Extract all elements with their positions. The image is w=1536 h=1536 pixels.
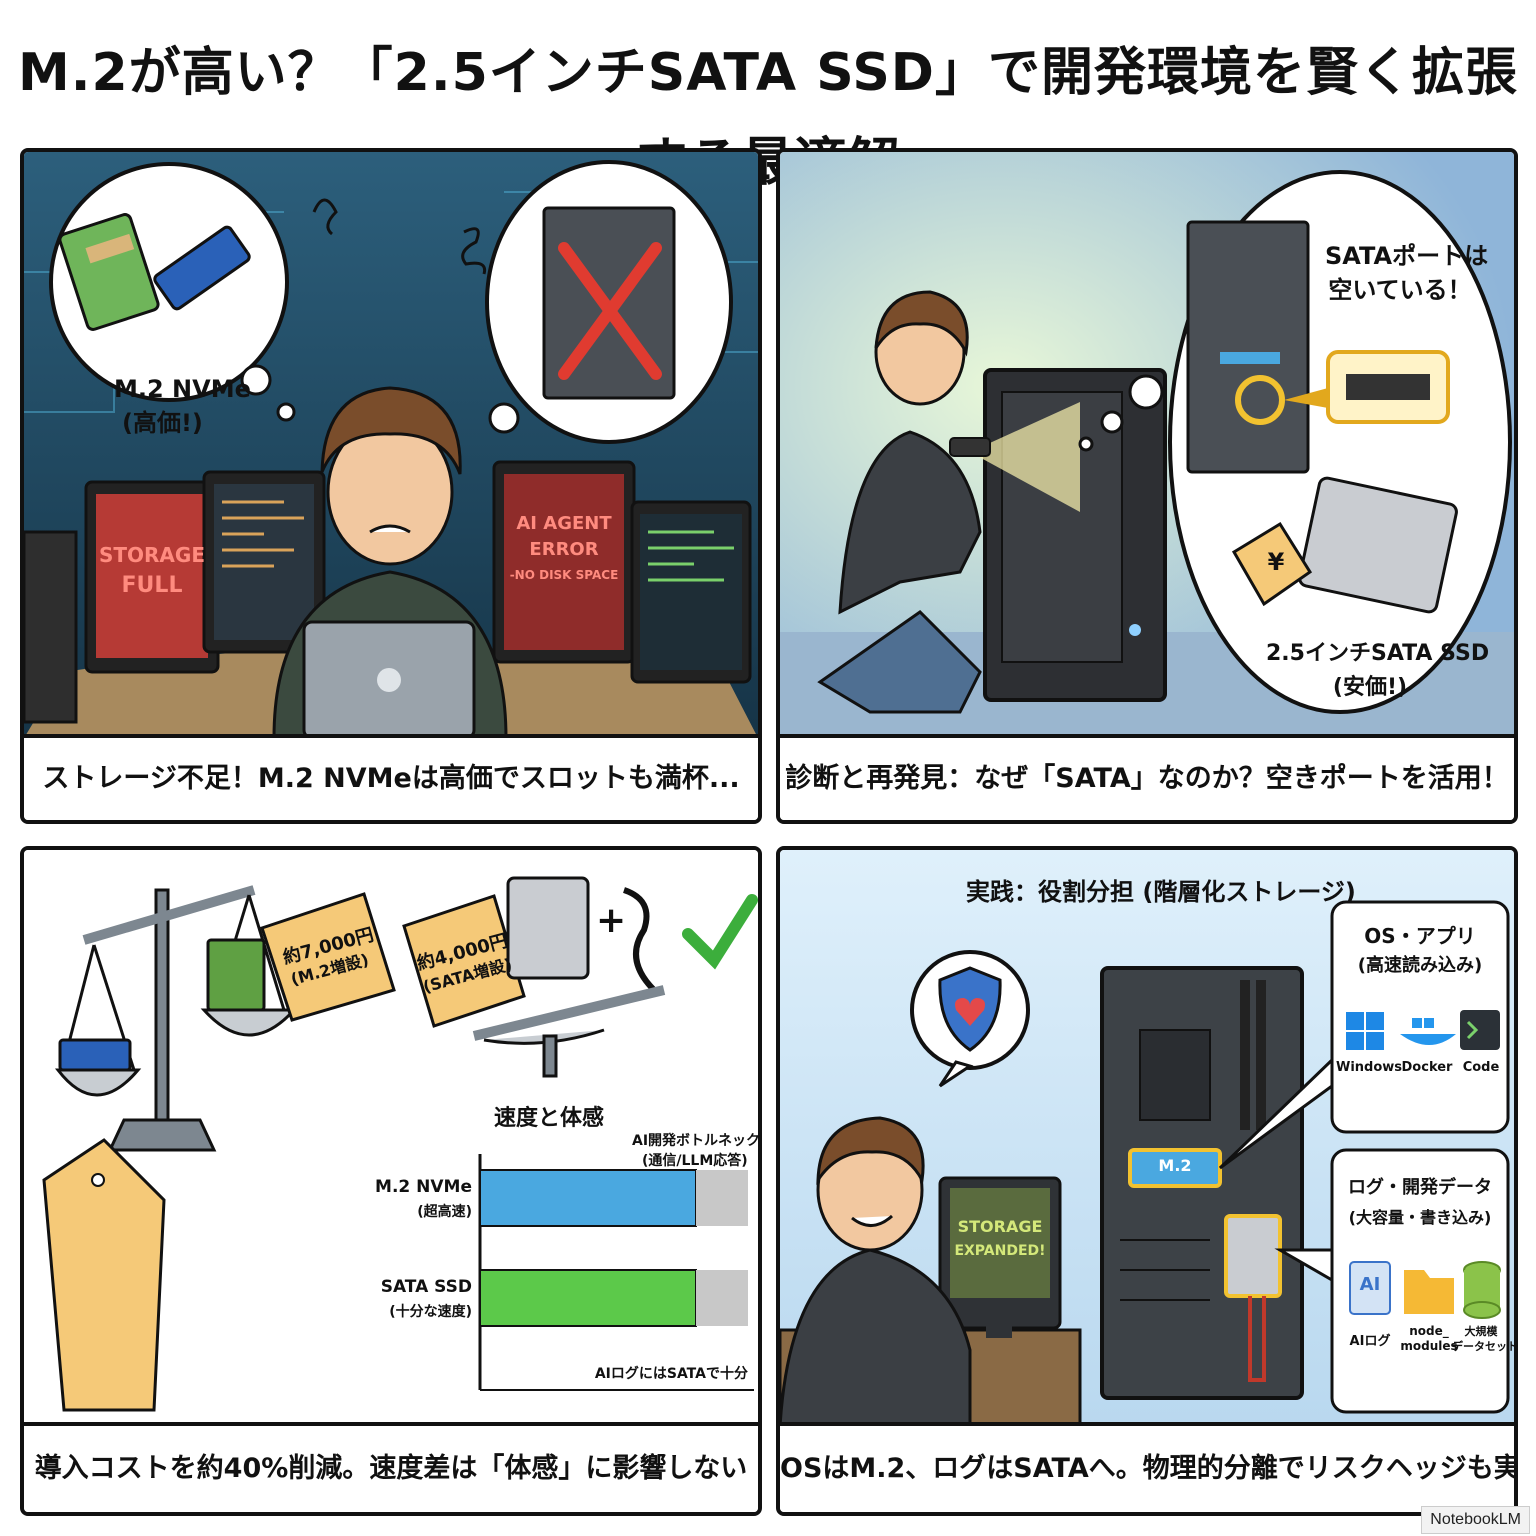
speed-chart: M.2 NVMe (超高速) SATA SSD (十分な速度) AIログにはSATAで十… [375, 1154, 754, 1391]
bar-label: M.2 NVMe [375, 1177, 472, 1197]
bar-sata-ssd [479, 1269, 697, 1327]
sata-port-note-line2: 空いている！ [1328, 276, 1472, 304]
code-icon [1460, 1010, 1500, 1050]
monitor-storage-full [84, 470, 326, 674]
empty-price-tag [42, 1138, 166, 1412]
database-icon [1463, 1261, 1501, 1319]
flashlight-icon [949, 437, 991, 457]
monitor-text-ai-agent: AI AGENT [516, 513, 612, 534]
monitor-text-storage: STORAGE [957, 1217, 1043, 1236]
panel4-illustration [780, 850, 1514, 1426]
price-tag-sata [402, 894, 526, 1028]
box-top-title-line1: OS・アプリ [1364, 924, 1476, 948]
docker-icon [1400, 1018, 1456, 1045]
page-title: M.2が高い？「2.5インチSATA SSD」で開発環境を賢く拡張する最適解 [18, 43, 1518, 193]
icon-label-windows: Windows [1336, 1060, 1403, 1075]
panel2-illustration [780, 152, 1514, 738]
sata-port-note-line1: SATAポートは [1325, 242, 1489, 270]
icon-label-code: Code [1462, 1060, 1500, 1075]
bar-label: (超高速) [417, 1203, 472, 1220]
icon-label-node-modules: node_ modules [1400, 1324, 1458, 1353]
monitor-text-expanded: EXPANDED! [954, 1243, 1046, 1259]
price-tag-m2 [260, 892, 396, 1022]
monitor-text-no-disk: -NO DISK SPACE [509, 568, 619, 582]
panel3-caption: 導入コストを約40%削減。速度差は「体感」に影響しない [24, 1422, 758, 1512]
panel-diagnosis: SATAポートは 空いている！ ¥ 2.5インチSATA SSD (安価!) 診… [776, 148, 1518, 824]
monitor-text-storage: STORAGE [98, 543, 205, 567]
bottleneck-segment [696, 1270, 748, 1326]
icon-label-ai-log: AIログ [1349, 1334, 1391, 1349]
svg-text:+: + [596, 900, 626, 941]
scale-left [54, 885, 298, 1152]
panel3-illustration: + [24, 850, 758, 1426]
sata-port-highlight [1235, 375, 1285, 425]
monitor-text-full: FULL [121, 573, 183, 598]
panel4-caption: OSはM.2、ログはSATAへ。物理的分離でリスクヘッジも実現！ [780, 1422, 1514, 1512]
nvme-drive-icon [153, 225, 251, 311]
ssd-icon [506, 876, 590, 980]
ai-log-icon [1349, 1261, 1391, 1315]
price-tag-icon [1231, 521, 1313, 607]
bottleneck-label-line1: AI開発ボトルネック [632, 1133, 761, 1149]
panel1-illustration [24, 152, 758, 738]
bar-m2-nvme [479, 1169, 697, 1227]
ssd-sub: (安価!) [1332, 675, 1408, 700]
bar-note: AIログにはSATAで十分 [595, 1365, 748, 1382]
box-os-apps [1330, 900, 1510, 1134]
folder-icon [1404, 1270, 1454, 1314]
panel-storage-full: M.2 NVMe (高価!) STORAGE FULL AI AGENT ERR… [20, 148, 762, 824]
check-icon [682, 894, 758, 970]
windows-icon [1346, 1012, 1384, 1050]
panel-cost: + 約7,000円 (M.2増設) 約4,000円 (SATA増設) 速度と体感… [20, 846, 762, 1516]
panel-practice: 実践：役割分担 (階層化ストレージ) STORAGE EXPANDED! M.2… [776, 846, 1518, 1516]
chart-title: 速度と体感 [494, 1106, 605, 1131]
money-icon [58, 213, 160, 331]
icon-label-dataset: 大規模 データセット [1452, 1325, 1518, 1353]
ai-log-icon-mark: AI [1359, 1274, 1381, 1295]
sata-cable-icon [622, 887, 657, 993]
tag-yen-symbol: ¥ [1267, 548, 1285, 576]
box-bottom-title-line2: (大容量・書き込み) [1348, 1208, 1492, 1227]
sata-ssd-mounted [1224, 1214, 1282, 1298]
icon-label-docker: Docker [1401, 1060, 1453, 1075]
thought-m2-sub: (高価!) [122, 409, 203, 437]
monitor-text-error: ERROR [529, 539, 599, 560]
cross-icon [558, 242, 662, 380]
ssd-label: 2.5インチSATA SSD [1266, 641, 1490, 666]
notebooklm-watermark: NotebookLM [1421, 1506, 1530, 1534]
heart-icon [955, 998, 985, 1026]
box-bottom-title-line1: ログ・開発データ [1348, 1177, 1492, 1198]
m2-slot-label: M.2 [1158, 1156, 1192, 1175]
motherboard-icon [1186, 220, 1310, 474]
sata-ssd-icon [1298, 476, 1458, 614]
bottleneck-segment [696, 1170, 748, 1226]
bar-label: (十分な速度) [389, 1303, 472, 1320]
bar-label: SATA SSD [381, 1277, 472, 1297]
box-top-title-line2: (高速読み込み) [1357, 955, 1483, 976]
thought-m2-label: M.2 NVMe [114, 375, 251, 403]
bottleneck-label-line2: (通信/LLM応答) [642, 1153, 748, 1169]
practice-header: 実践：役割分担 (階層化ストレージ) [966, 878, 1356, 906]
panel2-caption: 診断と再発見：なぜ「SATA」なのか？空きポートを活用！ [780, 734, 1514, 820]
panel1-caption: ストレージ不足！M.2 NVMeは高価でスロットも満杯... [24, 734, 758, 820]
